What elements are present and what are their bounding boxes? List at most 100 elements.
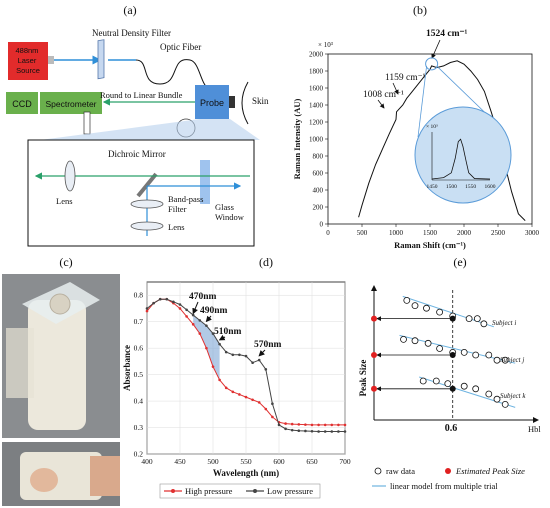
linear-bundle — [83, 111, 91, 135]
abs-series-1-point-24 — [304, 429, 307, 433]
abs-series-1-point-9 — [205, 324, 208, 327]
laser-line-3: Source — [16, 66, 40, 75]
e-raw-point-2-3 — [460, 382, 468, 390]
laser-port — [48, 56, 54, 64]
abs-series-0-point-7 — [191, 323, 195, 326]
spectrometer-label: Spectrometer — [45, 99, 96, 109]
e-legend: raw data Estimated Peak Size linear mode… — [372, 466, 525, 491]
abs-series-1-point-21 — [284, 427, 287, 431]
abs-series-1-point-18 — [264, 368, 268, 371]
abs-xtick-label-1: 450 — [174, 457, 186, 466]
raman-ytick-label-0: 0 — [320, 221, 324, 229]
peak-570: 570nm — [254, 340, 282, 350]
e-raw-point-0-1 — [411, 302, 419, 310]
abs-peak-arrow-0 — [192, 301, 199, 315]
e-raw-point-1-5 — [460, 348, 468, 356]
abs-series-1-point-20 — [277, 423, 281, 427]
legend-low-marker — [253, 489, 257, 493]
abs-series-1-point-6 — [185, 308, 188, 312]
lens-bottom-label: Lens — [168, 222, 185, 232]
inset-xtick-label-0: 1450 — [427, 184, 438, 190]
inset-series-line — [431, 138, 491, 180]
legend-est-marker — [445, 468, 451, 474]
raman-ytick-label-8: 1600 — [309, 85, 324, 93]
panel-c: (c) — [2, 255, 120, 506]
abs-series-1-point-4 — [172, 300, 175, 304]
panel-a: (a) Neutral Density Filter 488nm Laser S… — [6, 3, 269, 247]
bandpass-filter — [130, 199, 164, 209]
e-raw-point-1-7 — [485, 351, 493, 359]
abs-ytick-label-3: 0.5 — [134, 370, 144, 379]
abs-series-0-point-19 — [271, 415, 274, 419]
abs-xtick-label-0: 400 — [141, 457, 153, 466]
abs-series-1-point-12 — [224, 350, 228, 354]
abs-ytick-label-0: 0.2 — [134, 450, 144, 459]
e-raw-point-0-0 — [403, 296, 411, 304]
abs-series-0-point-12 — [224, 386, 228, 390]
abs-xtick-label-5: 650 — [306, 457, 318, 466]
subject-i-label: Subject i — [492, 319, 516, 327]
laser-box — [8, 42, 48, 80]
abs-series-0-point-8 — [198, 332, 202, 335]
abs-series-0-point-24 — [304, 423, 307, 426]
e-raw-point-2-5 — [485, 390, 493, 398]
fingertip — [30, 468, 58, 492]
raman-ytick-label-6: 1200 — [309, 119, 324, 127]
abs-series-0-point-26 — [317, 423, 320, 427]
e-raw-point-0-7 — [480, 320, 488, 328]
dichroic-mirror — [136, 172, 158, 198]
panel-d-label: (d) — [259, 255, 273, 269]
abs-series-0-point-10 — [211, 365, 215, 368]
abs-series-1-point-26 — [317, 430, 320, 433]
e-raw-point-0-5 — [465, 315, 473, 323]
abs-series-0-point-15 — [244, 395, 248, 399]
e-raw-point-0-6 — [473, 315, 481, 323]
peak-470: 470nm — [189, 292, 217, 302]
abs-series-1-point-1 — [152, 301, 155, 305]
e-ylabel: Peak Size — [358, 360, 368, 397]
abs-series-1-point-23 — [297, 429, 301, 433]
e-raw-point-2-6 — [493, 395, 501, 403]
e-model-line-0 — [402, 295, 495, 328]
e-raw-point-0-2 — [423, 304, 430, 312]
abs-ytick-label-1: 0.3 — [134, 423, 144, 432]
abs-series-0-point-17 — [257, 401, 261, 404]
glass-line-2: Window — [215, 212, 245, 222]
probe-tip — [229, 96, 235, 108]
d-legend: High pressure Low pressure — [159, 483, 321, 499]
subject-j-label: Subject j — [500, 356, 524, 364]
lens-left-label: Lens — [56, 196, 73, 206]
e-threshold: 0.6 — [445, 423, 458, 434]
abs-series-0-point-14 — [238, 393, 241, 396]
abs-series-1-point-14 — [238, 353, 241, 357]
bandpass-label: Band-pass Filter — [168, 194, 206, 214]
legend-model-label: linear model from multiple trial — [390, 481, 498, 491]
e-raw-point-2-4 — [472, 385, 480, 393]
abs-series-0-point-23 — [297, 423, 301, 426]
raman-xtick-label-3: 1500 — [423, 229, 438, 237]
e-estimated-point-1 — [371, 352, 377, 358]
abs-series-0-point-11 — [218, 378, 221, 382]
abs-xtick-label-3: 550 — [240, 457, 252, 466]
abs-series-1-point-5 — [178, 303, 182, 306]
e-raw-point-1-8 — [493, 356, 501, 364]
legend-est-label: Estimated Peak Size — [455, 466, 525, 476]
dichroic-label: Dichroic Mirror — [108, 149, 166, 159]
abs-series-0-point-28 — [330, 423, 334, 427]
finger — [90, 456, 120, 496]
zoom-marker-circle — [425, 57, 439, 71]
abs-series-0-point-27 — [323, 423, 327, 427]
abs-series-1-point-28 — [330, 430, 334, 433]
zoom-wedge — [40, 119, 260, 140]
annot-1524: 1524 cm⁻¹ — [426, 29, 468, 39]
optic-fiber-label: Optic Fiber — [160, 42, 201, 52]
abs-series-0-point-9 — [205, 346, 208, 350]
abs-ytick-label-6: 0.8 — [134, 291, 144, 300]
glass-line-1: Glass — [215, 202, 234, 212]
abs-peak-arrow-2 — [218, 334, 226, 341]
bundle-label: Round to Linear Bundle — [100, 90, 183, 100]
raman-xtick-label-0: 0 — [326, 229, 330, 237]
fiber-loop — [135, 59, 220, 91]
